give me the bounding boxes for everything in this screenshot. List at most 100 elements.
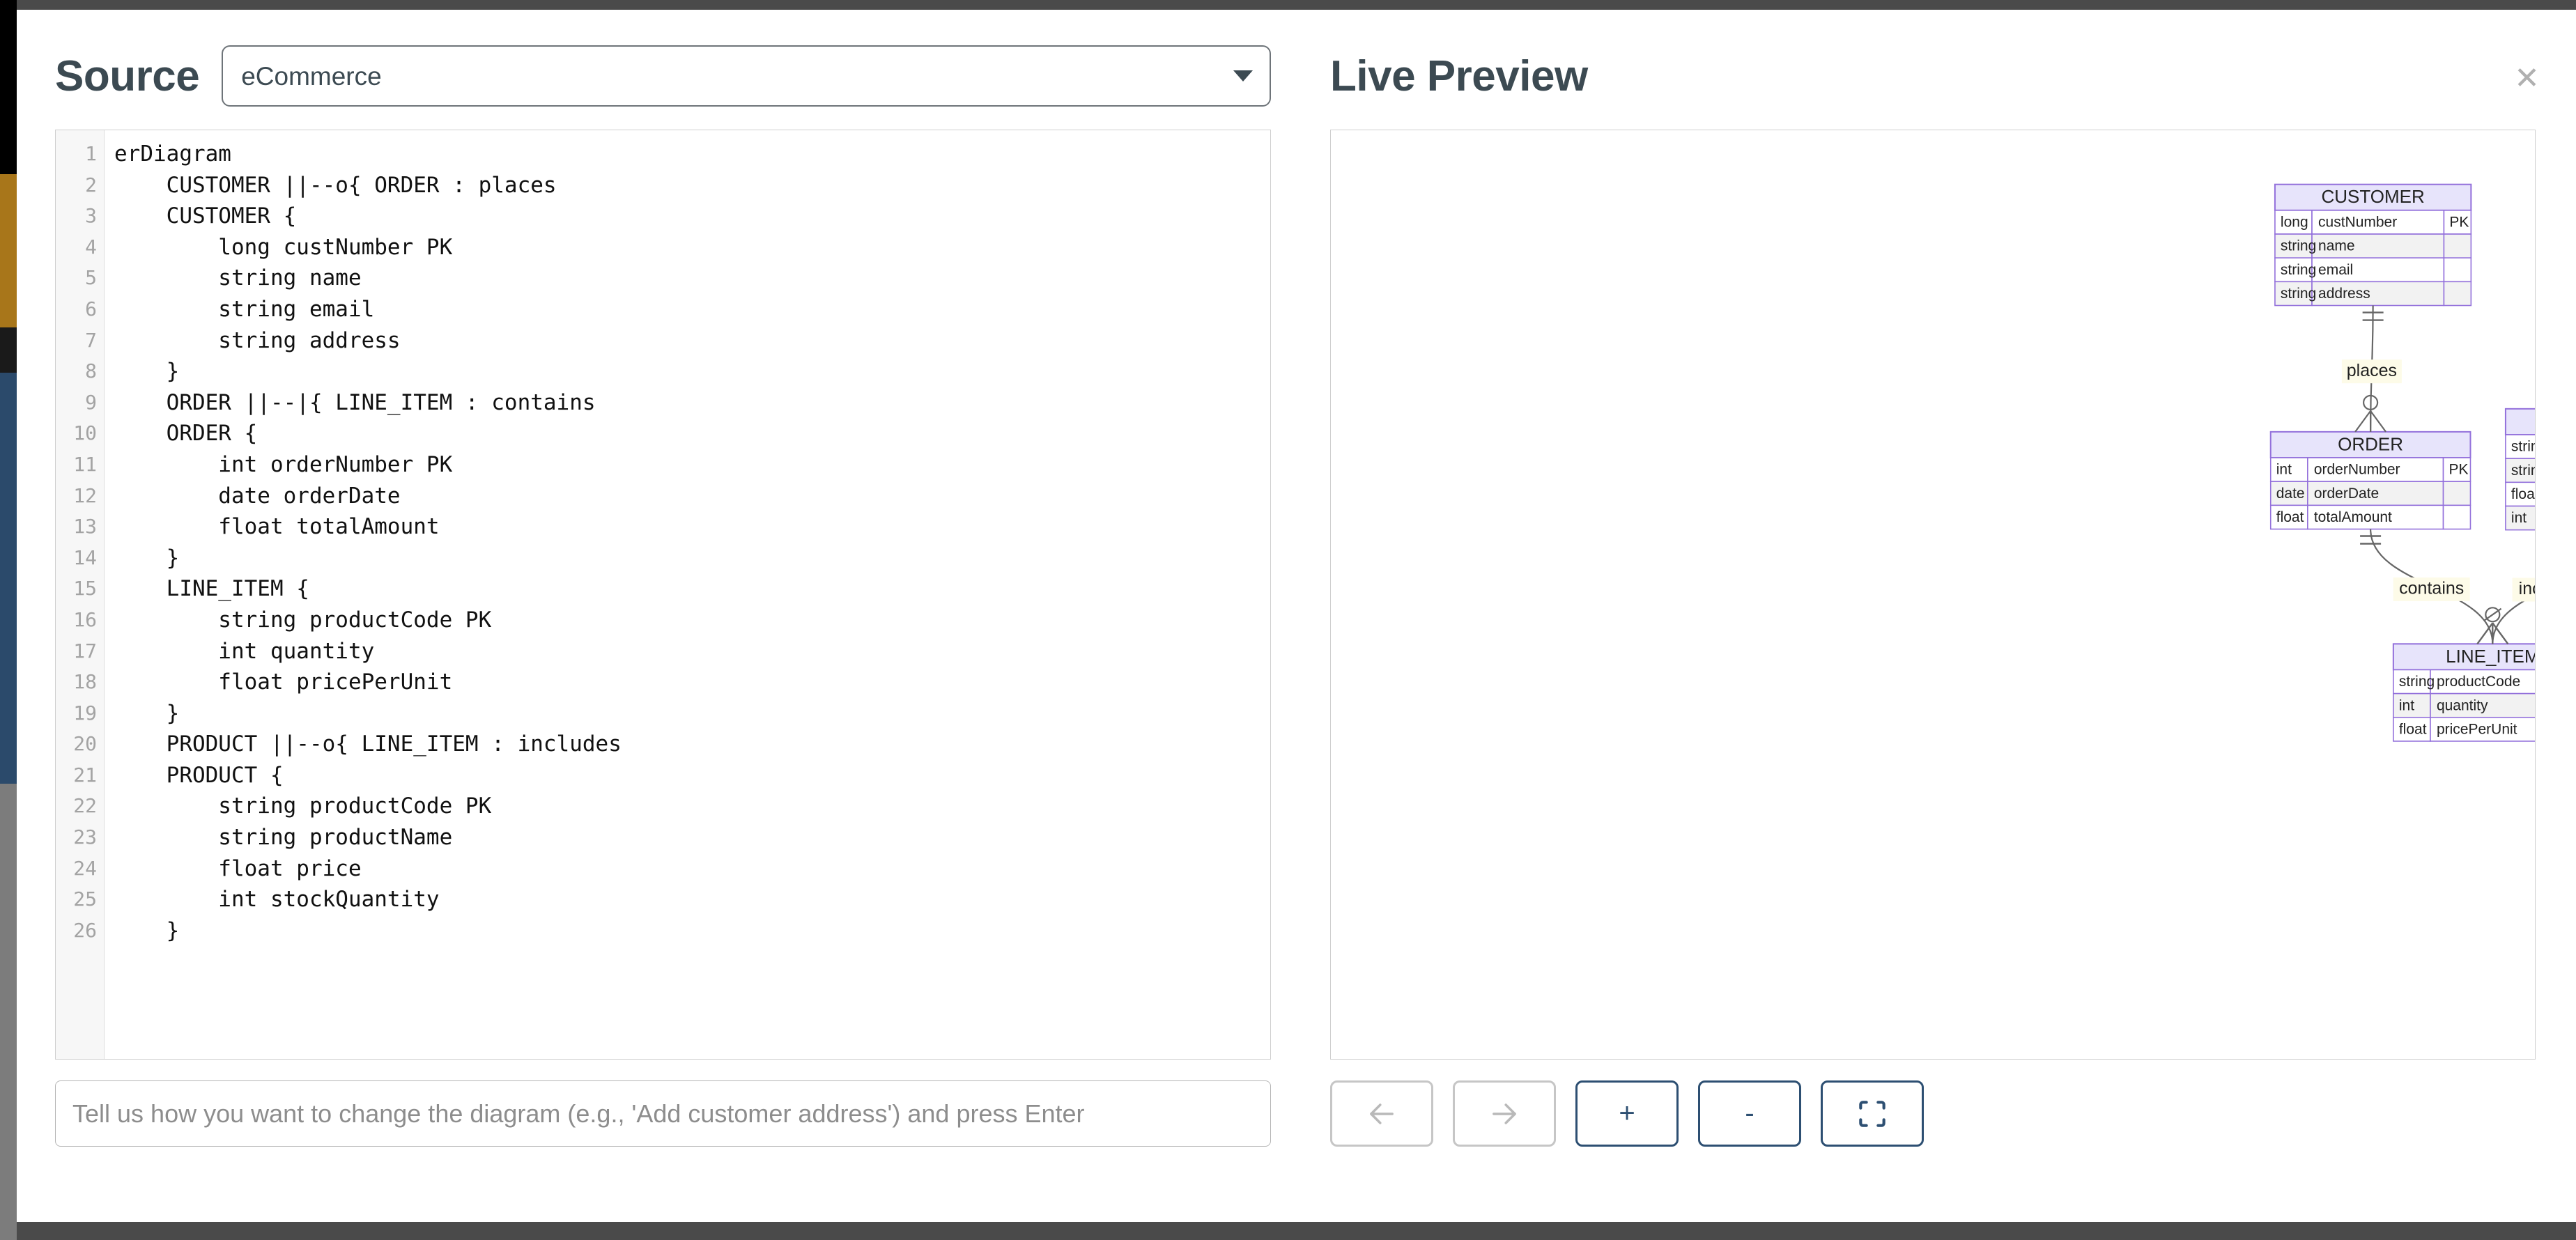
relationship-label-bg <box>2393 577 2470 601</box>
source-title: Source <box>55 52 200 100</box>
line-number: 13 <box>73 515 97 538</box>
background-sliver-navy <box>0 373 17 784</box>
attr-type: float <box>2276 509 2304 525</box>
line-number: 15 <box>73 577 97 600</box>
code-line: PRODUCT { <box>114 762 284 788</box>
code-line: int stockQuantity <box>114 887 440 913</box>
fit-to-screen-button[interactable] <box>1821 1080 1924 1147</box>
line-number: 20 <box>73 732 97 756</box>
relationship-label: includes <box>2519 579 2535 598</box>
attr-type: string <box>2281 286 2316 302</box>
pan-back-button[interactable] <box>1330 1080 1433 1147</box>
attr-type: string <box>2281 262 2316 278</box>
code-line: int orderNumber PK <box>114 451 453 477</box>
code-line: PRODUCT ||--o{ LINE_ITEM : includes <box>114 731 622 757</box>
line-number: 11 <box>73 452 97 476</box>
line-number: 24 <box>73 856 97 880</box>
line-number: 6 <box>85 297 97 320</box>
attr-type: float <box>2399 721 2427 737</box>
attr-name: orderDate <box>2314 486 2379 502</box>
preview-title: Live Preview <box>1330 52 1588 100</box>
line-number: 7 <box>85 328 97 352</box>
attr-type: float <box>2511 486 2535 502</box>
entity-name: LINE_ITEM <box>2446 646 2535 667</box>
line-number: 10 <box>73 421 97 445</box>
zoom-in-button[interactable]: + <box>1575 1080 1679 1147</box>
code-line: erDiagram <box>114 141 231 166</box>
code-line: CUSTOMER ||--o{ ORDER : places <box>114 172 557 198</box>
attr-name: productCode <box>2437 674 2520 690</box>
line-number: 1 <box>85 142 97 165</box>
code-line: } <box>114 917 180 943</box>
code-line: string email <box>114 296 375 322</box>
line-number: 8 <box>85 359 97 383</box>
er-entity-product[interactable]: PRODUCTstringproductCodePKstringproductN… <box>2504 408 2535 531</box>
attr-type: int <box>2399 697 2414 713</box>
zoom-out-button[interactable]: - <box>1698 1080 1801 1147</box>
line-number: 3 <box>85 204 97 228</box>
fullscreen-icon <box>1859 1100 1885 1127</box>
attr-name: email <box>2318 262 2353 278</box>
attr-name: quantity <box>2437 697 2488 713</box>
attr-type: int <box>2511 510 2527 526</box>
attr-name: custNumber <box>2318 215 2397 231</box>
cardinality-zero-or-more <box>2476 607 2509 644</box>
code-line: float price <box>114 855 362 881</box>
code-line: string productName <box>114 825 453 851</box>
line-number: 18 <box>73 670 97 694</box>
close-icon[interactable]: ✕ <box>2508 61 2545 97</box>
source-header: Source eCommerce <box>55 38 1271 114</box>
code-line: } <box>114 545 180 571</box>
line-number: 2 <box>85 173 97 196</box>
attr-type: string <box>2399 674 2435 690</box>
code-content[interactable]: erDiagram CUSTOMER ||--o{ ORDER : places… <box>105 130 1270 1059</box>
pan-forward-button[interactable] <box>1453 1080 1556 1147</box>
er-relationship-places: places <box>2341 305 2402 433</box>
code-line: float totalAmount <box>114 514 440 540</box>
line-number: 22 <box>73 794 97 818</box>
line-number: 26 <box>73 918 97 942</box>
template-select-wrapper: eCommerce <box>222 45 1271 107</box>
line-number: 12 <box>73 483 97 507</box>
code-line: float pricePerUnit <box>114 669 453 695</box>
attr-name: pricePerUnit <box>2437 721 2517 737</box>
entity-name: CUSTOMER <box>2321 186 2424 207</box>
attr-name: orderNumber <box>2314 462 2400 478</box>
attr-name: name <box>2318 238 2355 254</box>
preview-header: Live Preview <box>1330 38 2536 114</box>
attr-key: PK <box>2449 215 2469 231</box>
background-sliver-dark <box>0 327 17 373</box>
template-select[interactable]: eCommerce <box>222 45 1271 107</box>
er-entity-line_item[interactable]: LINE_ITEMstringproductCodePKintquantityf… <box>2392 643 2535 742</box>
attr-type: long <box>2281 215 2308 231</box>
change-prompt-input[interactable] <box>55 1080 1271 1147</box>
line-number: 5 <box>85 266 97 290</box>
attr-type: int <box>2276 462 2292 478</box>
line-number: 16 <box>73 607 97 631</box>
code-line: string address <box>114 327 401 353</box>
er-relationship-includes: includes <box>2476 578 2535 644</box>
line-number: 19 <box>73 701 97 724</box>
code-line: long custNumber PK <box>114 234 453 260</box>
attr-name: address <box>2318 286 2370 302</box>
relationship-label-bg <box>2512 578 2535 602</box>
code-line: } <box>114 700 180 726</box>
cardinality-zero-or-more <box>2354 394 2386 433</box>
code-line: string productCode PK <box>114 793 492 819</box>
line-number: 9 <box>85 390 97 414</box>
line-number: 25 <box>73 888 97 911</box>
code-line: CUSTOMER { <box>114 203 297 229</box>
cardinality-exactly-one <box>2362 311 2384 321</box>
code-line: } <box>114 359 180 385</box>
background-sliver-gold <box>0 174 17 345</box>
preview-panel: Live Preview CUSTOMER long custNumber PK str… <box>1309 10 2576 1222</box>
cardinality-exactly-one <box>2360 535 2382 545</box>
